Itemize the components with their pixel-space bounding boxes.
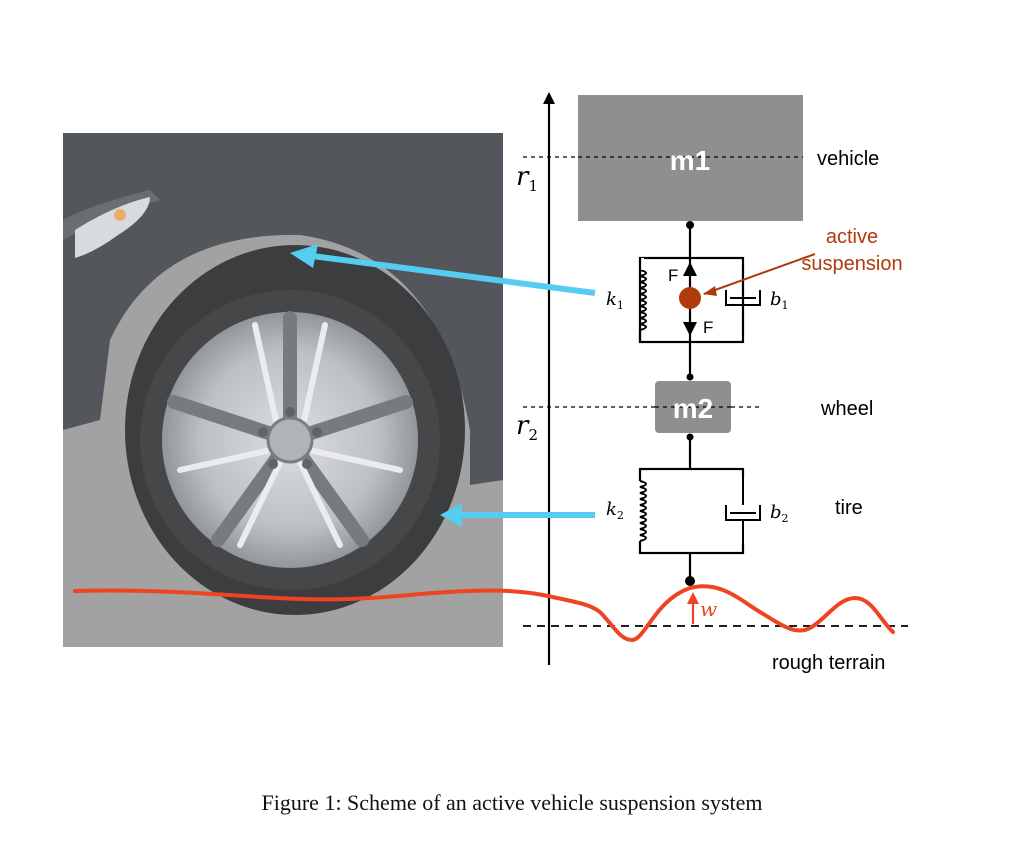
b1-label: b1 bbox=[770, 289, 789, 312]
w-label: w bbox=[700, 597, 717, 621]
wheel-label: wheel bbox=[820, 398, 873, 420]
arrow-to-suspension bbox=[304, 252, 596, 296]
hub-cap bbox=[266, 416, 314, 464]
car-body bbox=[63, 133, 503, 485]
k2-label: k2 bbox=[606, 499, 624, 522]
tire-label: tire bbox=[835, 497, 863, 519]
damper-b2 bbox=[725, 505, 761, 553]
suspension-label: suspension bbox=[801, 253, 902, 275]
mass-m1-label: m1 bbox=[670, 145, 710, 176]
force-down-arrow bbox=[683, 322, 697, 336]
photo-fade-overlay bbox=[63, 133, 503, 647]
r1-label: r1 bbox=[516, 162, 538, 195]
mass-m2-label: m2 bbox=[673, 393, 713, 424]
headlight bbox=[75, 197, 150, 258]
active-label: active bbox=[826, 226, 878, 248]
damper-b1 bbox=[725, 278, 761, 306]
force-down-label: F bbox=[703, 318, 713, 337]
active-actuator bbox=[679, 287, 701, 309]
car-wheel-photo bbox=[63, 133, 503, 647]
figure-caption: Figure 1: Scheme of an active vehicle su… bbox=[261, 790, 763, 815]
rough-terrain-curve bbox=[73, 584, 895, 643]
spring-k2 bbox=[639, 480, 647, 542]
tire-contact-point bbox=[685, 576, 695, 586]
force-up-arrow bbox=[683, 262, 697, 276]
spring-k1 bbox=[639, 269, 647, 331]
b2-label: b2 bbox=[770, 502, 789, 525]
indicator-light bbox=[114, 209, 126, 221]
rough-terrain-label: rough terrain bbox=[772, 652, 885, 674]
k1-label: k1 bbox=[606, 289, 624, 312]
mass-m1-block bbox=[578, 95, 803, 221]
active-suspension-pointer bbox=[703, 253, 816, 295]
axis-arrowhead bbox=[543, 92, 555, 104]
r2-label: r2 bbox=[516, 411, 538, 444]
vehicle-label: vehicle bbox=[817, 148, 879, 170]
mass-m2-block bbox=[655, 381, 731, 433]
force-up-label: F bbox=[668, 266, 678, 285]
